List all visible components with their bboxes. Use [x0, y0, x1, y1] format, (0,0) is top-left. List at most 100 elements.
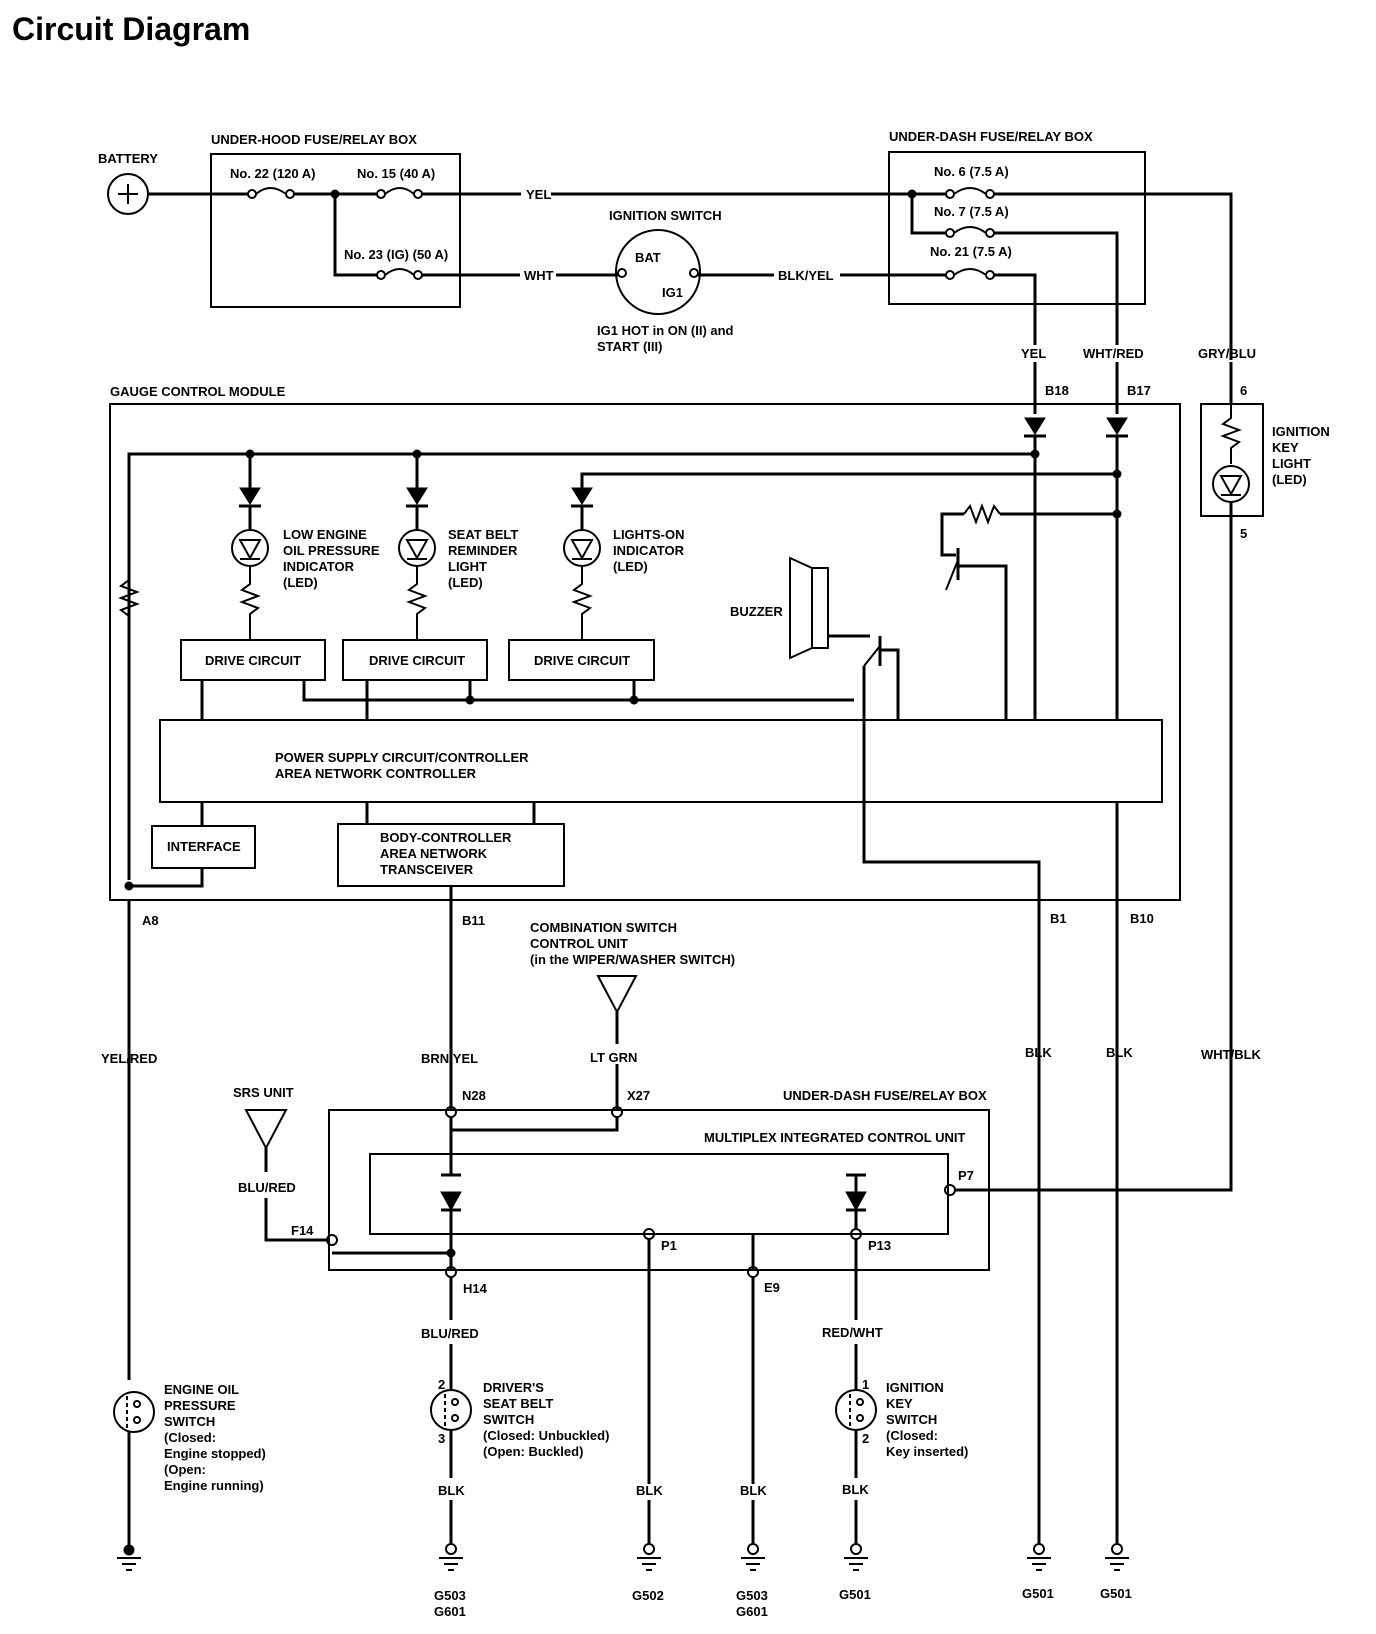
drive-circuit-1	[180, 639, 326, 681]
drive-circuit-3-label: DRIVE CIRCUIT	[534, 653, 630, 668]
oil-switch-label-4: (Closed:	[164, 1430, 216, 1445]
fuse21-symbol	[945, 268, 995, 280]
bcan-label-3: TRANSCEIVER	[380, 862, 474, 877]
ig1-note-2: START (III)	[597, 339, 662, 354]
wire-blk-p1-label: BLK	[636, 1483, 663, 1498]
wire-blu-red-h14-label: BLU/RED	[421, 1326, 479, 1341]
bcan-label-1: BODY-CONTROLLER	[380, 830, 512, 845]
ign-switch-label-1: IGNITION	[886, 1380, 944, 1395]
battery-label: BATTERY	[98, 151, 158, 166]
ignition-switch-label: IGNITION SWITCH	[609, 208, 722, 223]
ign-switch-label-2: KEY	[886, 1396, 913, 1411]
wire-wht-label: WHT	[524, 268, 554, 283]
led-seat-label-4: (LED)	[448, 575, 483, 590]
oil-switch-label-2: PRESSURE	[164, 1398, 236, 1413]
pin-b1: B1	[1050, 911, 1067, 926]
seat-switch-label-4: (Closed: Unbuckled)	[483, 1428, 609, 1443]
combo-label-2: CONTROL UNIT	[530, 936, 628, 951]
ground-seat-label-1: G503	[434, 1588, 466, 1603]
wire-wht-blk-label: WHT/BLK	[1201, 1047, 1262, 1062]
seat-switch-label-1: DRIVER'S	[483, 1380, 544, 1395]
combo-switch-connector	[596, 975, 638, 1015]
fuse6-symbol	[945, 187, 995, 199]
buzzer: BUZZER	[730, 556, 829, 660]
led-oil-label-4: (LED)	[283, 575, 318, 590]
ground-p1	[637, 1543, 661, 1571]
oil-switch-label-7: Engine running)	[164, 1478, 264, 1493]
wire-brn-yel-label: BRN/YEL	[421, 1051, 478, 1066]
led-seat-label-1: SEAT BELT	[448, 527, 518, 542]
oil-switch-label-6: (Open:	[164, 1462, 206, 1477]
pin-b18: B18	[1045, 383, 1069, 398]
wire-wht-red-label: WHT/RED	[1083, 346, 1144, 361]
pin-n28: N28	[462, 1088, 486, 1103]
ground-seat	[439, 1543, 463, 1571]
drive-circuit-2	[342, 639, 488, 681]
fuse22-symbol	[247, 187, 295, 199]
pin-h14: H14	[463, 1281, 488, 1296]
pin-b11: B11	[462, 913, 485, 928]
seat-switch-label-3: SWITCH	[483, 1412, 534, 1427]
wire-yel-label: YEL	[526, 187, 551, 202]
ign-pin-2: 2	[862, 1431, 869, 1446]
pin-p7: P7	[958, 1168, 974, 1183]
fuse7-symbol	[945, 226, 995, 238]
ground-b1-label: G501	[1022, 1586, 1054, 1601]
ground-p1-label: G502	[632, 1588, 664, 1603]
wire-blk-b1-label: BLK	[1025, 1045, 1052, 1060]
ignition-key-switch	[835, 1389, 877, 1431]
drivers-seat-belt-switch	[430, 1389, 472, 1431]
pin-x27: X27	[627, 1088, 650, 1103]
gcm-label: GAUGE CONTROL MODULE	[110, 384, 286, 399]
wire-blk-b10-label: BLK	[1106, 1045, 1133, 1060]
ground-seat-label-2: G601	[434, 1604, 466, 1619]
wire-lt-grn-label: LT GRN	[590, 1050, 637, 1065]
underdash-box2-label: UNDER-DASH FUSE/RELAY BOX	[783, 1088, 987, 1103]
micu-label: MULTIPLEX INTEGRATED CONTROL UNIT	[704, 1130, 965, 1145]
ground-b10	[1105, 1543, 1129, 1571]
psc-label-1: POWER SUPPLY CIRCUIT/CONTROLLER	[275, 750, 529, 765]
battery: BATTERY	[98, 151, 158, 215]
oil-switch-label-1: ENGINE OIL	[164, 1382, 239, 1397]
oil-switch-label-3: SWITCH	[164, 1414, 215, 1429]
seat-switch-label-2: SEAT BELT	[483, 1396, 553, 1411]
seat-pin-2: 2	[438, 1377, 445, 1392]
ign-switch-label-4: (Closed:	[886, 1428, 938, 1443]
gauge-control-module	[109, 403, 1181, 901]
wire-blk-e9-label: BLK	[740, 1483, 767, 1498]
key-light-label-3: LIGHT	[1272, 456, 1311, 471]
fuse23-symbol	[376, 268, 423, 280]
seat-pin-3: 3	[438, 1431, 445, 1446]
oil-switch-label-5: Engine stopped)	[164, 1446, 266, 1461]
led-oil-label-1: LOW ENGINE	[283, 527, 367, 542]
drive-circuit-2-label: DRIVE CIRCUIT	[369, 653, 465, 668]
fuse22-label: No. 22 (120 A)	[230, 166, 316, 181]
engine-oil-pressure-switch	[113, 1391, 155, 1433]
wire-blu-red-srs-label: BLU/RED	[238, 1180, 296, 1195]
fuse23-label: No. 23 (IG) (50 A)	[344, 247, 448, 262]
ig1-note-1: IG1 HOT in ON (II) and	[597, 323, 734, 338]
pin-e9: E9	[764, 1280, 780, 1295]
underhood-fuse-box	[210, 153, 461, 308]
buzzer-label: BUZZER	[730, 604, 783, 619]
srs-connector	[244, 1109, 288, 1151]
led-seat-label-3: LIGHT	[448, 559, 487, 574]
ign-pin-1: 1	[862, 1377, 869, 1392]
seat-switch-label-5: (Open: Buckled)	[483, 1444, 583, 1459]
underhood-box-label: UNDER-HOOD FUSE/RELAY BOX	[211, 132, 417, 147]
ign-switch-label-5: Key inserted)	[886, 1444, 968, 1459]
interface-label: INTERFACE	[167, 839, 241, 854]
bat-label: BAT	[635, 250, 661, 265]
wire-gry-blu-label: GRY/BLU	[1198, 346, 1256, 361]
combo-label-1: COMBINATION SWITCH	[530, 920, 677, 935]
page-title: Circuit Diagram	[12, 11, 250, 47]
fuse21-label: No. 21 (7.5 A)	[930, 244, 1012, 259]
pin-p13: P13	[868, 1238, 891, 1253]
power-supply-controller	[159, 719, 1163, 803]
pin-a8: A8	[142, 913, 159, 928]
fuse7-label: No. 7 (7.5 A)	[934, 204, 1009, 219]
drive-circuit-3	[508, 639, 655, 681]
pin-f14: F14	[291, 1223, 314, 1238]
ground-e9-label-2: G601	[736, 1604, 768, 1619]
